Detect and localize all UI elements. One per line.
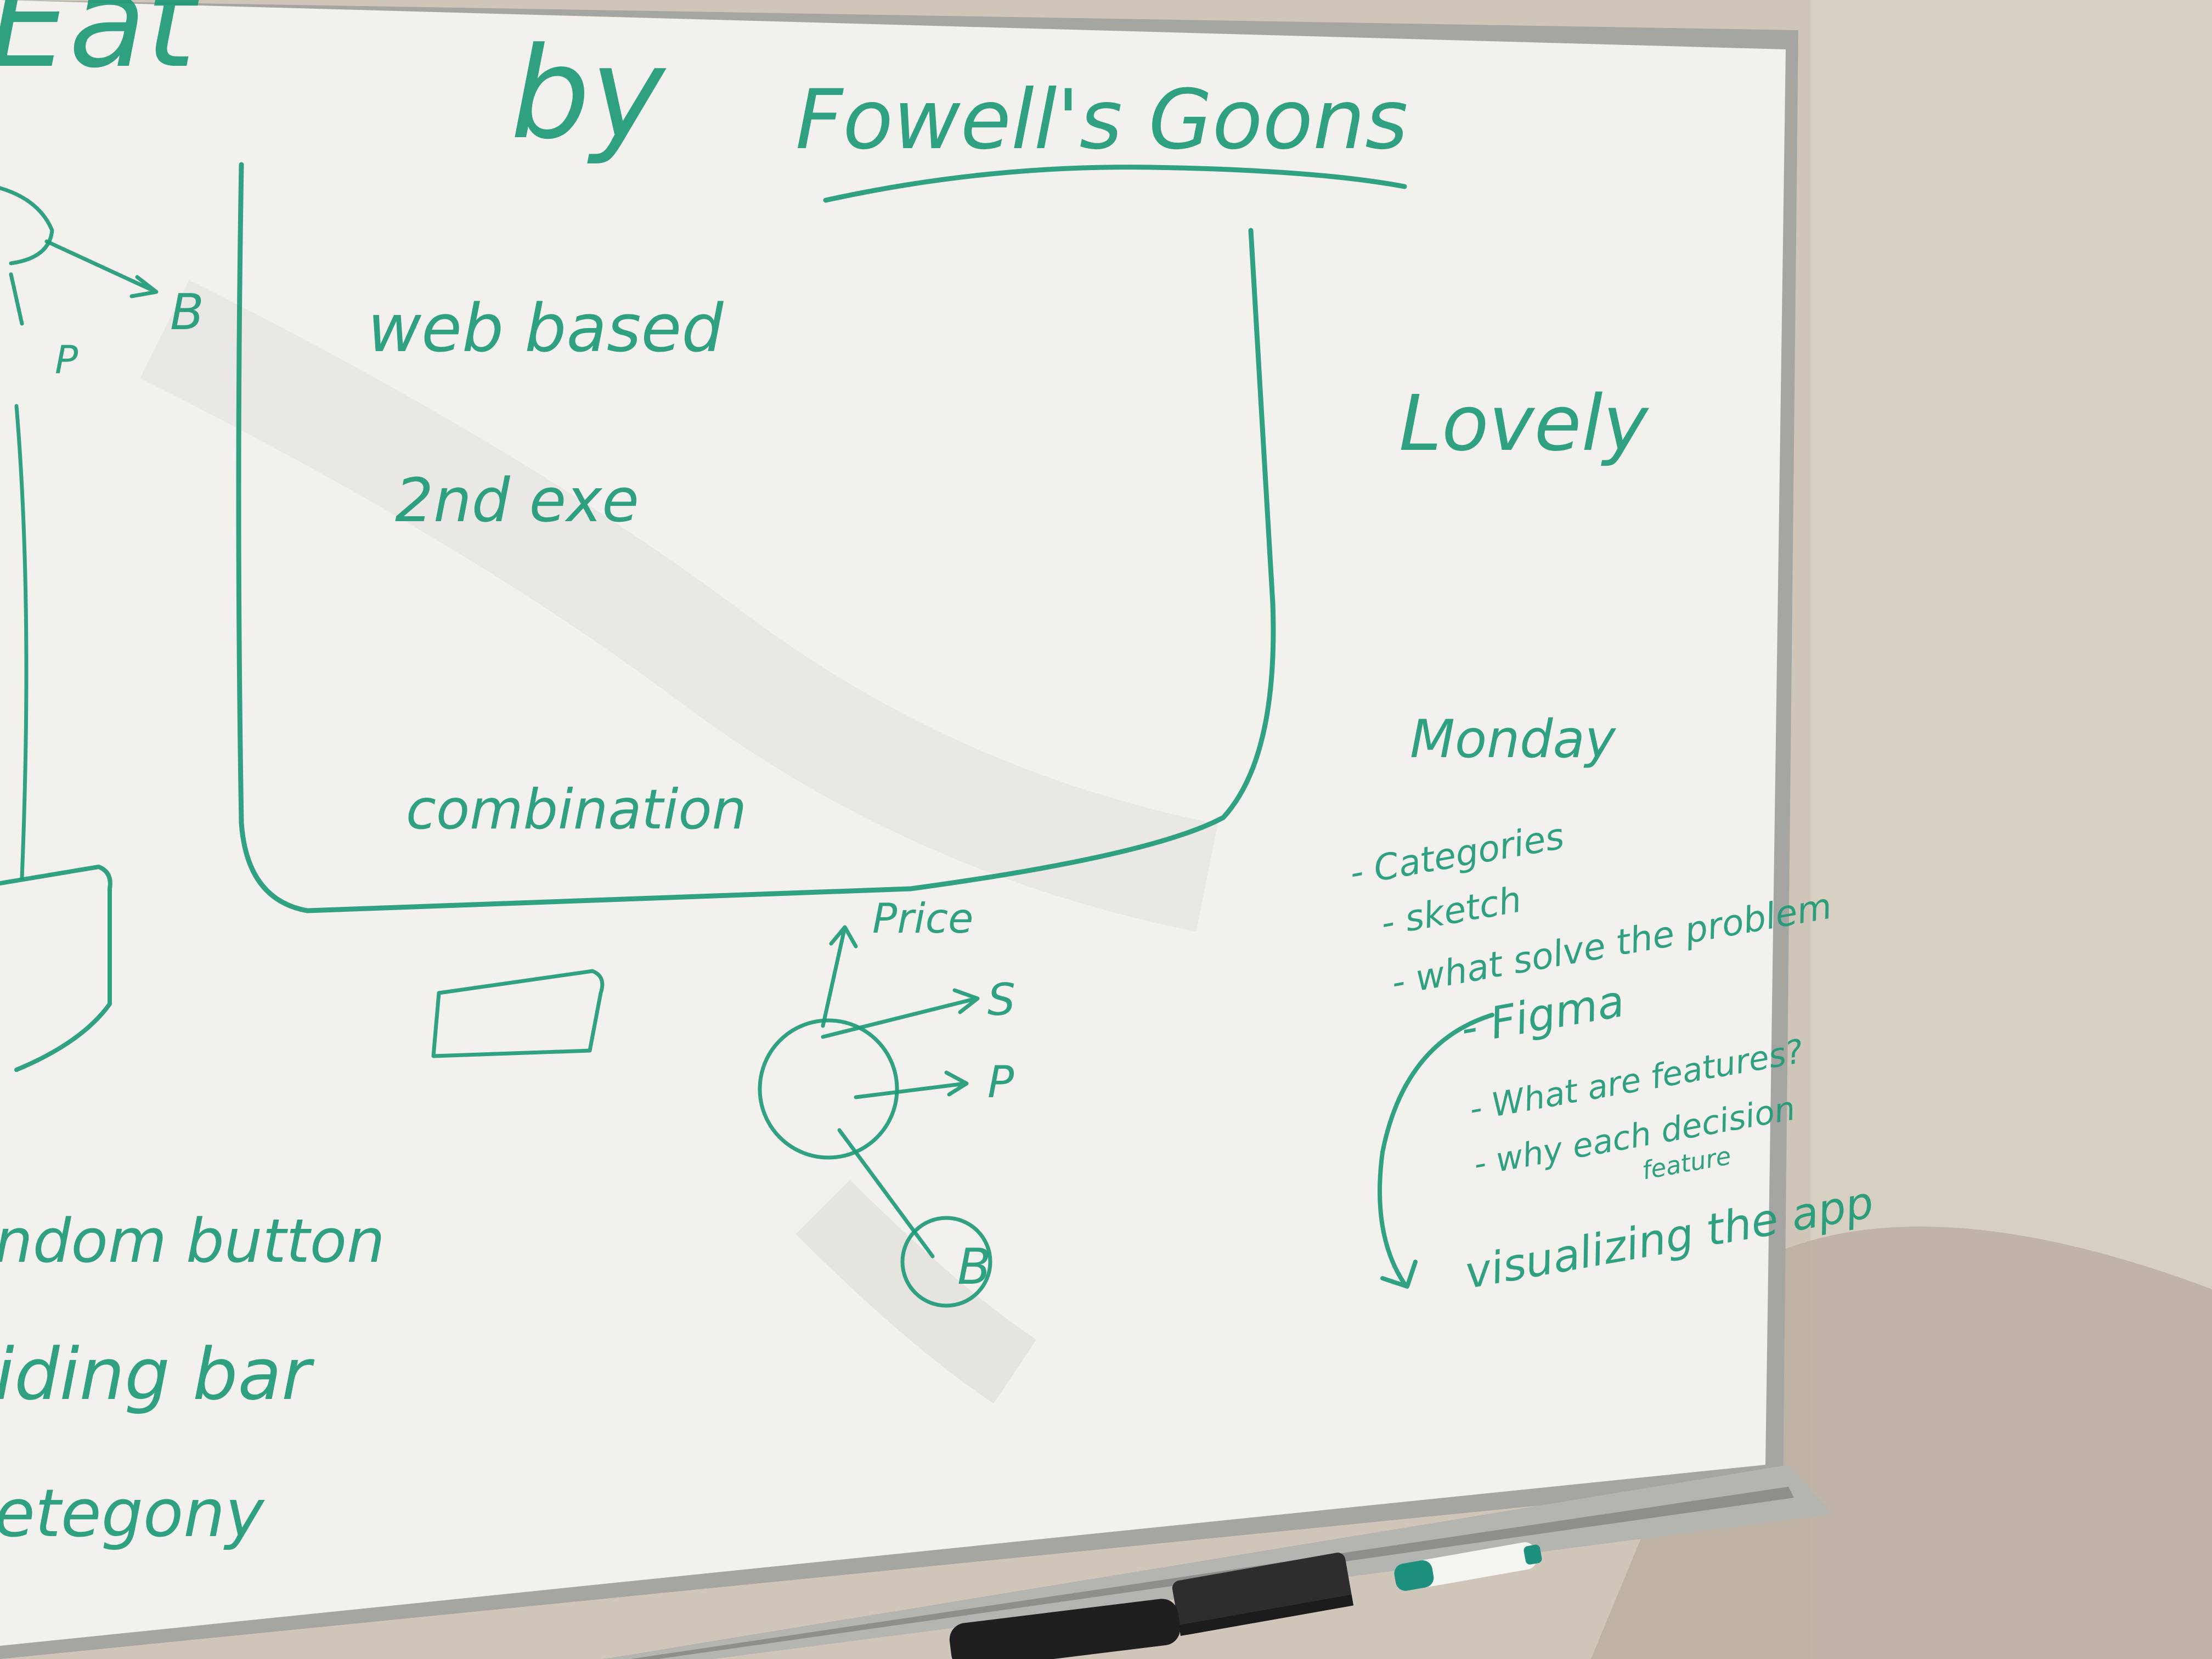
label-price: Price xyxy=(872,894,973,943)
idea-box xyxy=(236,162,1276,913)
marker-tray xyxy=(603,1465,1832,1659)
title-team: Fowell's Goons xyxy=(795,72,1408,168)
left-line xyxy=(14,404,29,880)
left-label-p: P xyxy=(55,337,78,382)
arrow-b xyxy=(837,1128,935,1259)
word-lovely: Lovely xyxy=(1399,379,1650,469)
left-label-b: B xyxy=(170,284,204,341)
phone[interactable] xyxy=(947,1597,1182,1659)
eraser[interactable] xyxy=(1171,1551,1354,1636)
left-arrow-b xyxy=(44,239,159,298)
erased-smudge xyxy=(140,280,1218,932)
box-line-2nd: 2nd exe xyxy=(395,465,639,535)
left-text-sliding: iding bar xyxy=(0,1333,315,1416)
arrow-s xyxy=(821,988,980,1039)
circle-b xyxy=(900,1216,992,1308)
arrow-p xyxy=(854,1070,969,1099)
marker[interactable] xyxy=(1393,1539,1544,1592)
notes-heading: Monday xyxy=(1410,709,1617,770)
small-rect xyxy=(431,969,605,1058)
marker-tray-lip xyxy=(631,1487,1794,1659)
box-line-web-based: web based xyxy=(368,291,724,367)
left-text-category: etegony xyxy=(0,1476,265,1552)
title-underline xyxy=(823,165,1407,203)
label-b: B xyxy=(957,1238,991,1296)
arrow-price xyxy=(821,925,858,1028)
title-by: by xyxy=(510,21,667,167)
box-line-combination: combination xyxy=(406,777,747,842)
label-s: S xyxy=(988,974,1015,1025)
title-left: Eat xyxy=(0,0,200,96)
left-text-random: ndom button xyxy=(0,1206,385,1276)
left-circle xyxy=(0,186,54,266)
left-arrow-p xyxy=(9,272,24,326)
left-rect xyxy=(0,865,112,1072)
center-circle xyxy=(758,1018,899,1160)
curved-arrow xyxy=(1378,1013,1494,1289)
erased-smudge-lower xyxy=(795,1180,1036,1404)
label-p: P xyxy=(988,1057,1014,1108)
